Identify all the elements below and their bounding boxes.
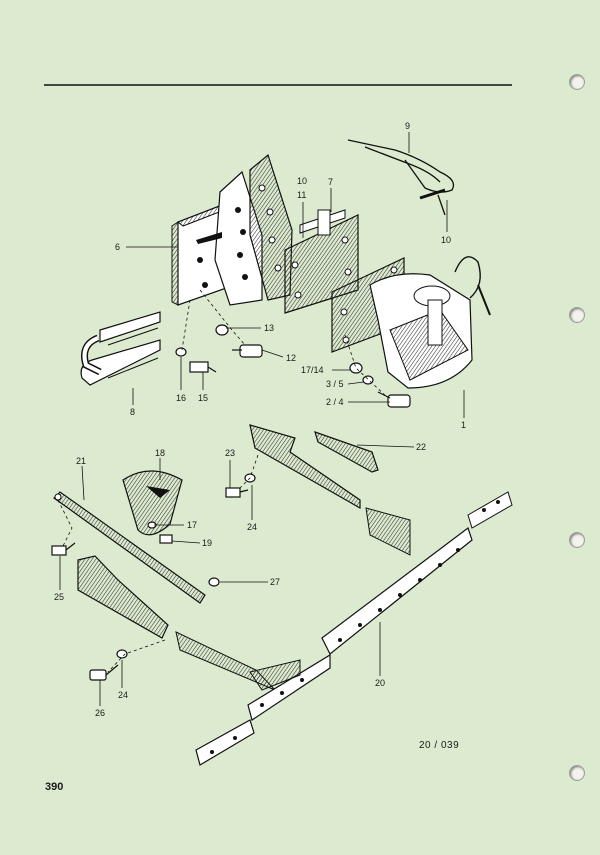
part-triangle-plates <box>196 153 293 306</box>
callout-1: 1 <box>461 420 466 430</box>
callout-8: 8 <box>130 407 135 417</box>
binder-hole-3 <box>569 532 585 548</box>
callout-24-upper: 24 <box>247 522 257 532</box>
callout-19: 19 <box>202 538 212 548</box>
part-23-bracket-rail <box>249 424 361 510</box>
callout-20: 20 <box>375 678 385 688</box>
callout-10-top: 10 <box>297 176 307 186</box>
callout-18: 18 <box>155 448 165 458</box>
callout-11: 11 <box>297 190 306 200</box>
callout-21: 21 <box>76 456 86 466</box>
callout-10-right: 10 <box>441 235 451 245</box>
callout-2-4: 2 / 4 <box>326 397 344 407</box>
callout-3-5: 3 / 5 <box>326 379 344 389</box>
callout-24-lower: 24 <box>118 690 128 700</box>
callout-15: 15 <box>198 393 208 403</box>
figure-reference: 20 / 039 <box>419 740 460 751</box>
page-number: 390 <box>45 781 64 793</box>
callout-13: 13 <box>264 323 274 333</box>
callout-17-14: 17/14 <box>301 365 324 375</box>
assembly-lines-upper <box>181 289 389 399</box>
leader-lines <box>59 132 465 706</box>
fasteners-upper <box>175 324 411 408</box>
fasteners-lower <box>51 473 256 681</box>
part-lower-bracket <box>77 555 169 639</box>
callout-26: 26 <box>95 708 105 718</box>
callout-23: 23 <box>225 448 235 458</box>
part-1-coupling-head <box>331 256 491 389</box>
callout-17: 17 <box>187 520 197 530</box>
callout-labels: 6 7 9 10 11 10 13 12 16 15 8 17/14 3 / 5… <box>54 121 466 718</box>
binder-hole-1 <box>569 74 585 90</box>
part-9-spring-pin <box>347 139 455 216</box>
binder-hole-2 <box>569 307 585 323</box>
part-21-long-bar <box>53 491 206 604</box>
callout-9: 9 <box>405 121 410 131</box>
callout-12: 12 <box>286 353 296 363</box>
assembly-lines-lower <box>57 454 259 673</box>
callout-27: 27 <box>270 577 280 587</box>
callout-6: 6 <box>115 242 120 252</box>
callout-22: 22 <box>416 442 426 452</box>
binder-hole-4 <box>569 765 585 781</box>
part-20-frame <box>175 491 513 766</box>
part-8-u-bolt <box>80 311 161 386</box>
callout-25: 25 <box>54 592 64 602</box>
part-22-strap <box>314 431 379 473</box>
part-18-guard <box>122 470 183 536</box>
callout-7: 7 <box>328 177 333 187</box>
callout-16: 16 <box>176 393 186 403</box>
